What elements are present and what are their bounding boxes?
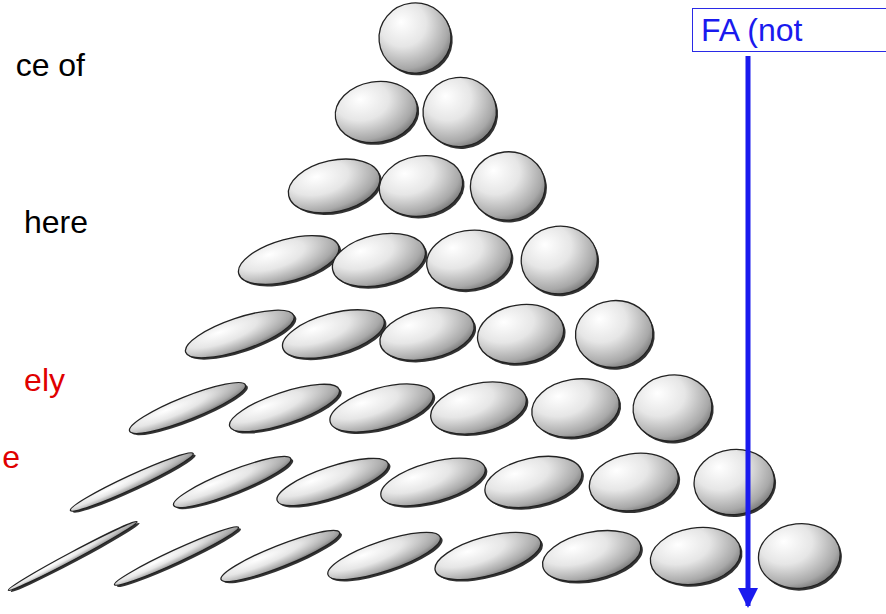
ellipsoid-body [375, 150, 467, 222]
ellipsoid [181, 300, 302, 370]
ellipsoid [422, 224, 518, 299]
ellipsoid-body [646, 521, 745, 591]
ellipsoid-body [691, 445, 778, 518]
ellipsoid-body [473, 298, 568, 369]
ellipsoid-body [467, 148, 549, 224]
ellipsoid-body [420, 74, 500, 150]
ellipsoid-body [527, 373, 623, 444]
ellipsoid-body [125, 374, 249, 442]
ellipsoid-body [217, 522, 343, 589]
ellipsoid [225, 374, 347, 444]
side-text: ely [24, 362, 65, 398]
heading-text: FA (not [701, 12, 802, 48]
ellipsoid-body [170, 448, 295, 515]
ellipsoid-body [426, 374, 531, 442]
side-text: here [24, 204, 88, 240]
ellipsoid-body [331, 76, 422, 149]
fa-arrow [746, 56, 751, 606]
ellipsoid-body [755, 520, 843, 593]
ellipsoid-body [283, 151, 385, 221]
ellipsoid-body [538, 522, 646, 589]
ellipsoid [233, 226, 346, 297]
ellipsoid-body [630, 371, 715, 445]
ellipsoid [375, 299, 481, 371]
ellipsoid [272, 448, 395, 517]
side-text: ce of [16, 47, 85, 83]
ellipsoid [217, 522, 346, 592]
ellipsoid [518, 222, 603, 300]
ellipsoid [283, 151, 387, 224]
ellipsoid-body [181, 300, 300, 367]
ellipsoid-body [376, 449, 490, 516]
ellipsoid-body [572, 297, 656, 372]
ellipsoid-body [375, 300, 479, 369]
ellipsoid [327, 225, 432, 297]
ellipsoid-body [225, 375, 345, 442]
ellipsoid [473, 298, 570, 372]
ellipsoid [277, 300, 391, 370]
ellipsoid [170, 448, 298, 518]
ellipsoid [480, 448, 589, 519]
ellipsoid [691, 445, 780, 521]
ellipsoid [755, 520, 845, 595]
ellipsoid [375, 150, 469, 225]
ellipsoid [125, 374, 252, 444]
ellipsoid [426, 373, 533, 444]
ellipsoid [331, 75, 424, 151]
ellipsoid-body [323, 523, 445, 589]
ellipsoid [420, 74, 502, 153]
ellipsoid [325, 374, 440, 444]
ellipsoid [467, 148, 550, 226]
ellipsoid-body [376, 0, 455, 77]
ellipsoid-body [430, 523, 546, 589]
ellipsoid [527, 372, 625, 445]
ellipsoid [572, 297, 658, 374]
ellipsoid [646, 521, 747, 593]
heading-box: FA (not [692, 8, 886, 52]
ellipsoid [376, 0, 457, 79]
side-text: e [2, 439, 20, 475]
ellipsoid-body [272, 449, 393, 515]
ellipsoid-body [233, 226, 344, 294]
ellipsoid [376, 448, 493, 517]
ellipsoid [630, 371, 717, 448]
ellipsoid-body [518, 222, 601, 297]
ellipsoid [585, 447, 684, 520]
ellipsoid [538, 522, 648, 592]
ellipsoid-body [422, 224, 516, 296]
ellipsoid-body [585, 447, 682, 517]
ellipsoid-grid [6, 0, 845, 596]
ellipsoid [430, 522, 548, 591]
ellipsoid-body [277, 300, 389, 367]
ellipsoid-body [327, 225, 430, 294]
ellipsoid-body [480, 448, 587, 516]
ellipsoid [323, 522, 447, 591]
ellipsoid-body [325, 374, 438, 441]
